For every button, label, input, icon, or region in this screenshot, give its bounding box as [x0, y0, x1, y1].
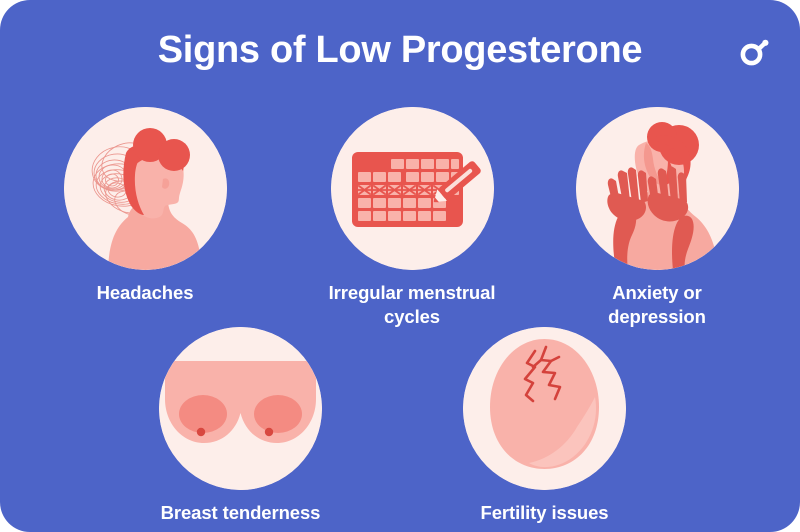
caption-headaches: Headaches — [96, 282, 194, 303]
item-breast: Breast tenderness — [138, 327, 343, 525]
item-fertility: Fertility issues — [442, 327, 647, 525]
breasts-icon — [159, 327, 322, 490]
cracked-egg-ovum-icon — [463, 327, 626, 490]
caption-breast: Breast tenderness — [160, 502, 321, 523]
item-anxiety: Anxiety or depression — [557, 107, 757, 329]
page-title: Signs of Low Progesterone — [157, 29, 643, 71]
caption-cycles: Irregular menstrual cycles — [328, 282, 496, 327]
caption-fertility: Fertility issues — [480, 502, 609, 523]
calendar-marked-pencil-icon — [330, 107, 494, 270]
icon-disc-cycles — [330, 107, 494, 270]
icon-disc-anxiety — [575, 107, 739, 270]
icon-disc-fertility — [463, 327, 626, 490]
item-headaches: Headaches — [45, 107, 245, 305]
caption-anxiety: Anxiety or depression — [608, 282, 706, 327]
woman-hands-to-face-icon — [575, 107, 739, 270]
woman-head-pain-waves-icon — [63, 107, 227, 270]
item-cycles: Irregular menstrual cycles — [312, 107, 512, 329]
icon-disc-headaches — [63, 107, 227, 270]
icon-disc-breast — [159, 327, 322, 490]
sprout-logo-icon — [738, 35, 772, 69]
